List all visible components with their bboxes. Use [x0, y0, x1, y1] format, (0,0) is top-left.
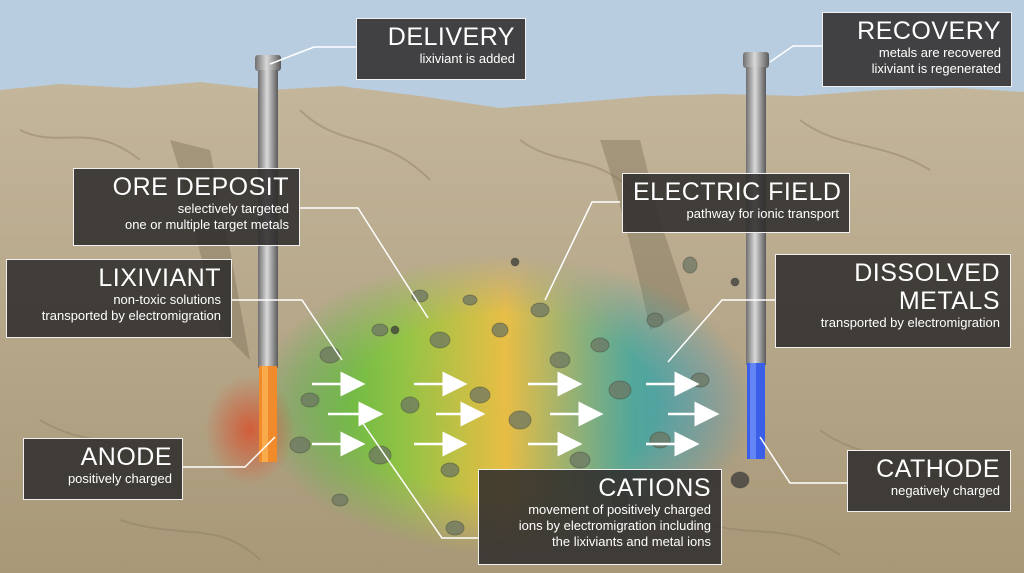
cations-subtitle-line-2: ions by electromigration including — [518, 518, 711, 533]
anode-glow — [205, 375, 295, 485]
cations-title: CATIONS — [598, 474, 711, 502]
delivery-title: DELIVERY — [387, 23, 515, 51]
recovery-title: RECOVERY — [857, 17, 1001, 45]
anode-subtitle: positively charged — [67, 471, 172, 486]
ore-deposit-subtitle-line-1: selectively targeted — [177, 201, 289, 216]
ore-deposit-title: ORE DEPOSIT — [112, 173, 289, 201]
cations-label: CATIONS movement of positively charged i… — [478, 469, 722, 565]
anode-label: ANODE positively charged — [23, 438, 183, 500]
delivery-label: DELIVERY lixiviant is added — [356, 18, 526, 80]
ore-deposit-subtitle-line-2: one or multiple target metals — [124, 217, 289, 232]
cation-arrows — [312, 371, 720, 457]
cathode-subtitle: negatively charged — [890, 483, 1000, 498]
cations-subtitle-line-3: the lixiviants and metal ions — [552, 534, 711, 549]
lixiviant-title: LIXIVIANT — [98, 264, 221, 292]
dissolved-metals-subtitle: transported by electromigration — [820, 315, 1000, 330]
cathode-label: CATHODE negatively charged — [847, 450, 1011, 512]
dissolved-metals-title-line-2: METALS — [898, 287, 1000, 315]
dissolved-metals-label: DISSOLVED METALS transported by electrom… — [775, 254, 1011, 348]
cathode-title: CATHODE — [876, 455, 1000, 483]
leader-lines — [182, 45, 848, 539]
lixiviant-subtitle-line-1: non-toxic solutions — [113, 292, 221, 307]
delivery-subtitle: lixiviant is added — [419, 51, 515, 66]
recovery-subtitle-line-2: lixiviant is regenerated — [871, 61, 1001, 76]
lixiviant-label: LIXIVIANT non-toxic solutions transporte… — [6, 259, 232, 338]
cations-subtitle-line-1: movement of positively charged — [528, 502, 711, 517]
lixiviant-subtitle-line-2: transported by electromigration — [41, 308, 221, 323]
recovery-label: RECOVERY metals are recovered lixiviant … — [822, 12, 1012, 87]
anode-title: ANODE — [80, 443, 172, 471]
ore-deposit-label: ORE DEPOSIT selectively targeted one or … — [73, 168, 300, 246]
recovery-subtitle-line-1: metals are recovered — [878, 45, 1001, 60]
dissolved-metals-title-line-1: DISSOLVED — [854, 259, 1000, 287]
electric-field-title: ELECTRIC FIELD — [633, 178, 842, 206]
electric-field-label: ELECTRIC FIELD pathway for ionic transpo… — [622, 173, 850, 233]
electric-field-subtitle: pathway for ionic transport — [686, 206, 839, 221]
